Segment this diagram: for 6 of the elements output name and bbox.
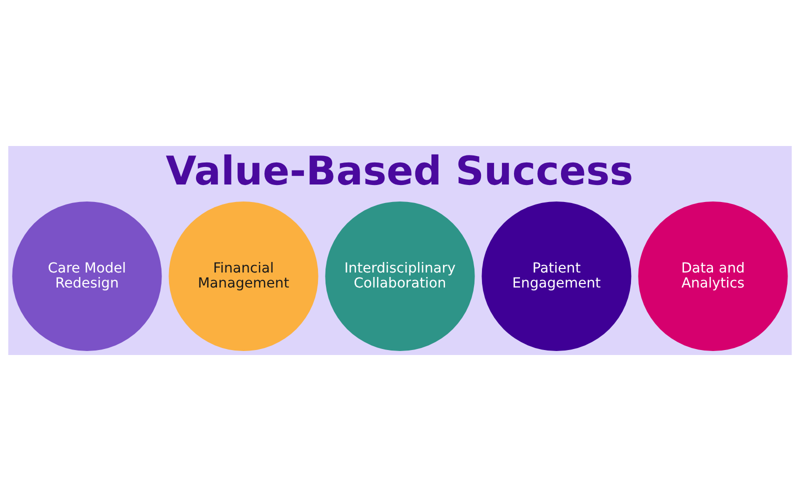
node-circle: Patient Engagement [482, 200, 632, 351]
node-circle: Interdisciplinary Collaboration [325, 200, 475, 351]
node-circle: Data and Analytics [638, 200, 788, 351]
node-circle: Financial Management [168, 200, 318, 351]
node-circle: Care Model Redesign [12, 200, 162, 351]
diagram-title: Value-Based Success [166, 148, 634, 194]
